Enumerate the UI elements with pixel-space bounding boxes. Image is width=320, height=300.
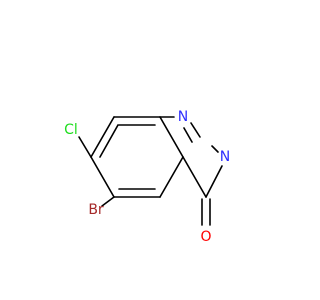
bond-c7-c8 bbox=[90, 116, 115, 158]
bond-n1-c2 bbox=[190, 122, 201, 138]
bond-c7-cl bbox=[78, 136, 92, 158]
bonds bbox=[78, 116, 223, 226]
bond-n3-c4 bbox=[205, 165, 223, 198]
bond-c6-br bbox=[101, 196, 115, 207]
chlorine-label: Cl bbox=[64, 122, 78, 138]
bond-c7-c8-inner bbox=[99, 124, 119, 158]
oxygen-label: O bbox=[200, 229, 211, 245]
bond-c4-c4a bbox=[182, 156, 207, 198]
structure-canvas: Cl Br N N O bbox=[64, 109, 230, 245]
atom-labels: Cl Br N N O bbox=[64, 109, 230, 245]
nitrogen-3-label: N bbox=[220, 149, 230, 165]
bond-c2-n3 bbox=[211, 145, 219, 153]
bond-n1-c2-inner bbox=[183, 127, 193, 143]
bond-c4a-c5 bbox=[159, 156, 184, 198]
bromine-label: Br bbox=[88, 202, 104, 218]
nitrogen-1-label: N bbox=[178, 109, 188, 125]
bond-c8a-c4a bbox=[159, 116, 184, 158]
bond-c6-c7 bbox=[90, 156, 115, 198]
